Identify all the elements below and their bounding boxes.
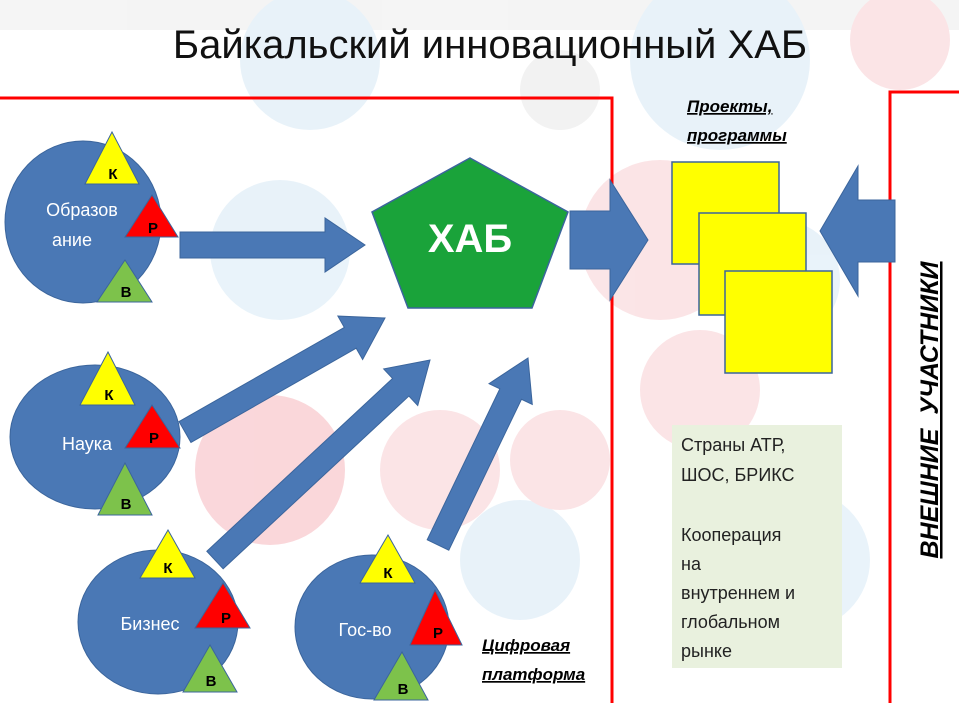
k-label: К	[163, 560, 173, 577]
node-label: Образов	[46, 200, 118, 220]
hub-pentagon: ХАБ	[371, 157, 569, 309]
node-label: Наука	[62, 434, 113, 454]
v-label: В	[121, 496, 132, 513]
k-label: К	[383, 565, 393, 582]
platform-label: Цифровая	[482, 636, 570, 655]
node-label: ание	[52, 230, 92, 250]
node-government: Гос-во К Р В	[294, 533, 463, 701]
r-triangle	[409, 588, 463, 646]
v-label: В	[398, 681, 409, 698]
v-triangle	[373, 650, 429, 701]
external-frame	[888, 90, 959, 703]
r-triangle	[124, 194, 179, 238]
note-line: на	[681, 554, 702, 574]
hub-label: ХАБ	[428, 217, 512, 261]
project-stack	[671, 161, 833, 374]
note-line: Страны АТР,	[681, 435, 785, 455]
note-line: глобальном	[681, 612, 780, 632]
r-triangle	[194, 582, 251, 629]
v-triangle	[97, 461, 153, 516]
r-label: Р	[221, 610, 231, 627]
projects-label: программы	[687, 126, 787, 145]
arrow-education-to-hub	[179, 217, 366, 273]
k-label: К	[104, 387, 114, 404]
node-science: Наука К Р В	[9, 350, 181, 516]
arrow-science-to-hub	[178, 315, 386, 444]
projects-label: Проекты,	[687, 97, 772, 116]
note-line: внутреннем и	[681, 583, 795, 603]
k-triangle	[84, 130, 140, 185]
note-line: ШОС, БРИКС	[681, 465, 795, 485]
cooperation-note: Страны АТР, ШОС, БРИКС Кооперация на вну…	[672, 425, 842, 668]
node-label: Бизнес	[120, 614, 179, 634]
k-triangle	[359, 533, 416, 584]
v-label: В	[121, 284, 132, 301]
arrow-hub-to-projects	[569, 178, 649, 302]
slide-title: Байкальский инновационный ХАБ	[173, 23, 807, 67]
k-triangle	[79, 350, 136, 406]
note-line: рынке	[681, 641, 732, 661]
r-label: Р	[433, 625, 443, 642]
arrow-government-to-hub	[426, 357, 533, 551]
inner-frame	[0, 96, 614, 703]
arrow-business-to-hub	[206, 359, 431, 570]
v-triangle	[96, 259, 153, 303]
k-label: К	[108, 166, 118, 183]
arrow-external-to-projects	[819, 164, 896, 298]
k-triangle	[139, 528, 196, 579]
note-line: Кооперация	[681, 525, 781, 545]
platform-label: платформа	[482, 665, 585, 684]
v-label: В	[206, 673, 217, 690]
r-label: Р	[149, 430, 159, 447]
node-label: Гос-во	[339, 620, 392, 640]
node-business: Бизнес К Р В	[77, 528, 251, 695]
arrows	[178, 164, 896, 570]
r-label: Р	[148, 220, 158, 237]
v-triangle	[182, 643, 238, 693]
external-participants-label: ВНЕШНИЕ УЧАСТНИКИ	[916, 260, 944, 558]
r-triangle	[124, 404, 181, 449]
node-education: Образов ание К Р В	[4, 130, 179, 304]
